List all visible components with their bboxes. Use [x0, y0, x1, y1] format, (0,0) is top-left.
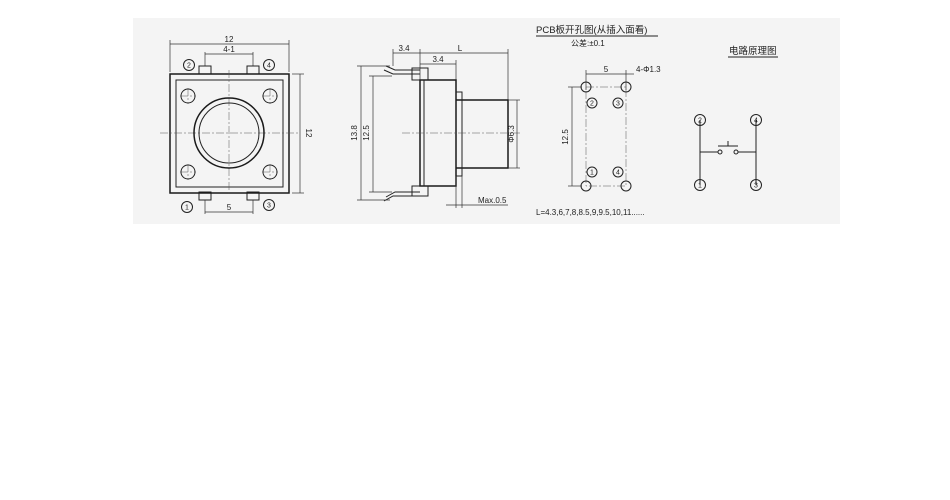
circuit-diagram: 电路原理图 2 4 1 3: [694, 45, 778, 191]
top-pin-label: 2: [187, 63, 191, 70]
lengths-note: L=4.3,6,7,8,8.5,9,9.5,10,11......: [536, 208, 645, 217]
side-view: 3.4 L 3.4 13.8: [350, 44, 520, 208]
pcb-pin-label: 3: [616, 101, 620, 108]
top-height-dim: 12: [304, 129, 313, 138]
bottom-pin-dim: 5: [227, 203, 232, 212]
pcb-pin-label: 2: [590, 101, 594, 108]
hole-note: 4-Φ1.3: [636, 65, 661, 74]
dim-inner-height: 12.5: [362, 125, 371, 141]
pcb-layout: PCB板开孔图(从插入面看) 公差:±0.1 5 4-Φ1.3 2 3 1: [536, 24, 661, 192]
circuit-pin-label: 3: [754, 183, 758, 190]
dim-max: Max.0.5: [478, 196, 507, 205]
dim-L: L: [458, 44, 463, 53]
circuit-title: 电路原理图: [729, 45, 777, 57]
top-view: 12 4-1: [160, 35, 313, 214]
pcb-title: PCB板开孔图(从插入面看): [536, 24, 647, 36]
pcb-pin-label: 4: [616, 170, 620, 177]
top-pin-label: 1: [185, 205, 189, 212]
dim-leg: 3.4: [398, 44, 410, 53]
circuit-pin-label: 1: [698, 183, 702, 190]
top-pin-label: 3: [267, 203, 271, 210]
top-pin-label: 4: [267, 63, 271, 70]
pcb-pin-label: 1: [590, 170, 594, 177]
pcb-tolerance: 公差:±0.1: [571, 38, 605, 48]
pin-spacing-dim: 4-1: [223, 45, 235, 54]
hole-spacing-dim: 5: [604, 65, 609, 74]
circuit-pin-label: 2: [698, 118, 702, 125]
dim-body: 3.4: [432, 55, 444, 64]
pcb-vertical-dim: 12.5: [561, 129, 570, 145]
dim-diameter: Φ6.3: [507, 125, 516, 143]
top-width-dim: 12: [225, 35, 234, 44]
dim-total-height: 13.8: [350, 125, 359, 141]
circuit-pin-label: 4: [754, 118, 758, 125]
drawing-panel: [133, 18, 840, 224]
